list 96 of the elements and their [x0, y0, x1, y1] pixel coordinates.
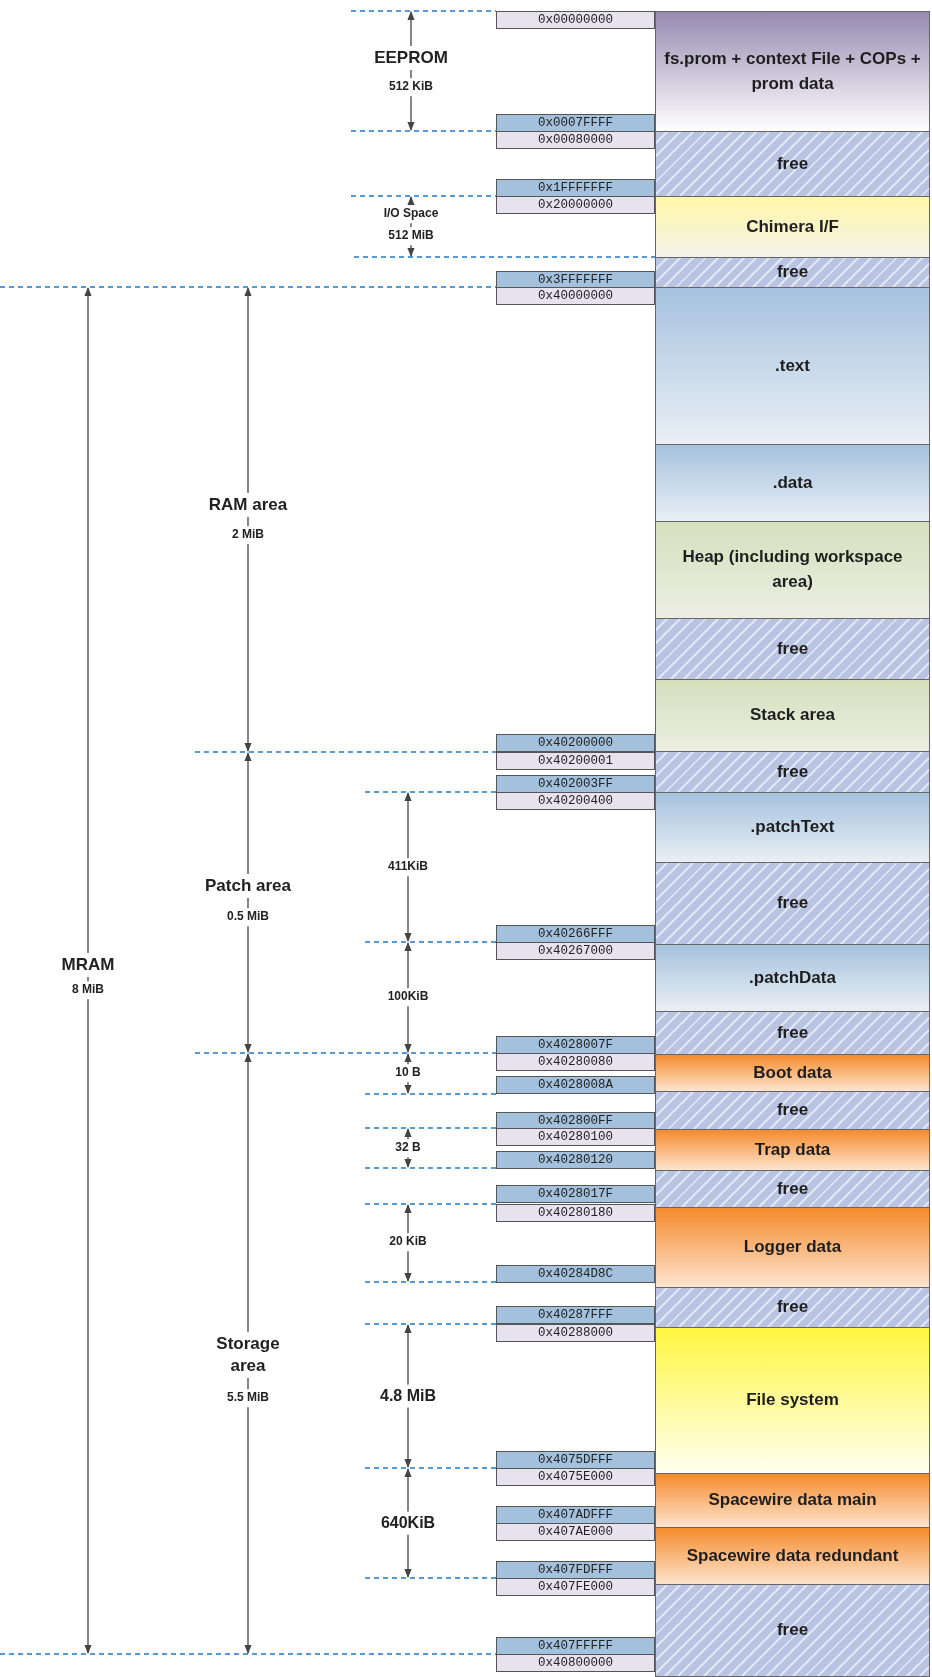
block-label: .data: [771, 471, 814, 494]
address-label: 0x40280100: [496, 1128, 655, 1146]
address-label: 0x40200000: [496, 734, 655, 752]
block-label: free: [775, 1099, 810, 1122]
size-label: 4.8 MiB: [378, 1384, 438, 1408]
free-memory-block: [655, 257, 930, 288]
size-label: 640KiB: [378, 1511, 438, 1535]
free-memory-block: [655, 1170, 930, 1208]
free-memory-block: [655, 751, 930, 793]
size-label: 0.5 MiB: [225, 908, 271, 926]
region-label: Patch area: [203, 873, 293, 899]
block-label: Spacewire data redundant: [685, 1544, 900, 1567]
block-label: Stack area: [748, 704, 837, 727]
block-label: .patchText: [749, 816, 836, 839]
size-label: 411KiB: [386, 858, 430, 876]
address-label: 0x40288000: [496, 1324, 655, 1342]
address-label: 0x40200001: [496, 752, 655, 770]
address-label: 0x407FE000: [496, 1578, 655, 1596]
region-label: RAM area: [206, 492, 290, 518]
block-label: free: [775, 152, 810, 175]
size-label: 10 B: [393, 1064, 423, 1082]
block-label: free: [775, 1619, 810, 1642]
address-label: 0x40266FFF: [496, 925, 655, 943]
block-label: free: [775, 1177, 810, 1200]
block-label: free: [775, 637, 810, 660]
address-label: 0x40280180: [496, 1204, 655, 1222]
memory-block: [655, 792, 930, 863]
block-label: .patchData: [748, 966, 837, 989]
memory-block: [655, 196, 930, 258]
block-label: free: [775, 1296, 810, 1319]
address-label: 0x4028008A: [496, 1076, 655, 1094]
address-label: 0x20000000: [496, 196, 655, 214]
free-memory-block: [655, 1091, 930, 1130]
memory-block: [655, 944, 930, 1012]
block-label: Heap (including workspace area): [681, 546, 904, 593]
memory-block: [655, 521, 930, 619]
address-label: 0x4028017F: [496, 1185, 655, 1203]
free-memory-block: [655, 1011, 930, 1055]
block-label: Boot data: [752, 1061, 833, 1084]
block-label: free: [775, 892, 810, 915]
address-label: 0x4075E000: [496, 1468, 655, 1486]
address-label: 0x1FFFFFFF: [496, 179, 655, 197]
block-label: free: [775, 1021, 810, 1044]
free-memory-block: [655, 131, 930, 197]
memory-block: [655, 1129, 930, 1171]
size-label: 8 MiB: [70, 981, 106, 999]
block-label: Trap data: [753, 1138, 832, 1161]
memory-block: [655, 1207, 930, 1288]
size-label: 20 KiB: [387, 1233, 429, 1251]
size-label: 512 KiB: [387, 78, 435, 96]
memory-block: [655, 679, 930, 752]
block-label: .text: [774, 354, 811, 377]
address-label: 0x4075DFFF: [496, 1451, 655, 1469]
address-label: 0x407ADFFF: [496, 1506, 655, 1524]
free-memory-block: [655, 618, 930, 680]
address-label: 0x00000000: [496, 11, 655, 29]
address-label: 0x00080000: [496, 131, 655, 149]
address-label: 0x40280120: [496, 1151, 655, 1169]
address-label: 0x40000000: [496, 287, 655, 305]
memory-block: [655, 1054, 930, 1092]
block-label: Chimera I/F: [745, 215, 840, 238]
block-label: File system: [745, 1389, 840, 1412]
size-label: 100KiB: [385, 988, 431, 1006]
size-label: 5.5 MiB: [225, 1389, 271, 1407]
size-label: 32 B: [393, 1139, 423, 1157]
address-label: 0x40280080: [496, 1053, 655, 1071]
block-label: Logger data: [742, 1236, 843, 1259]
address-label: 0x0007FFFF: [496, 114, 655, 132]
memory-block: [655, 1527, 930, 1585]
free-memory-block: [655, 862, 930, 945]
block-label: fs.prom + context File + COPs + prom data: [663, 47, 922, 95]
region-label: EEPROM: [372, 45, 450, 71]
region-label: MRAM: [59, 952, 117, 978]
address-label: 0x407FFFFF: [496, 1637, 655, 1655]
memory-block: [655, 1327, 930, 1474]
block-label: Spacewire data main: [707, 1489, 878, 1512]
address-label: 0x407AE000: [496, 1523, 655, 1541]
size-label: 512 MiB: [386, 227, 436, 245]
address-label: 0x40800000: [496, 1654, 655, 1672]
size-label: 2 MiB: [230, 526, 266, 544]
memory-block: [655, 1473, 930, 1528]
address-label: 0x407FDFFF: [496, 1561, 655, 1579]
size-label: I/O Space: [381, 205, 441, 223]
block-label: free: [775, 261, 810, 284]
free-memory-block: [655, 1584, 930, 1677]
free-memory-block: [655, 1287, 930, 1328]
address-label: 0x40284D8C: [496, 1265, 655, 1283]
memory-block: [655, 444, 930, 522]
memory-block: [655, 11, 930, 132]
address-label: 0x4028007F: [496, 1036, 655, 1054]
address-label: 0x402003FF: [496, 775, 655, 793]
memory-block: [655, 287, 930, 445]
address-label: 0x40200400: [496, 792, 655, 810]
block-label: free: [775, 760, 810, 783]
address-label: 0x40287FFF: [496, 1306, 655, 1324]
address-label: 0x40267000: [496, 942, 655, 960]
